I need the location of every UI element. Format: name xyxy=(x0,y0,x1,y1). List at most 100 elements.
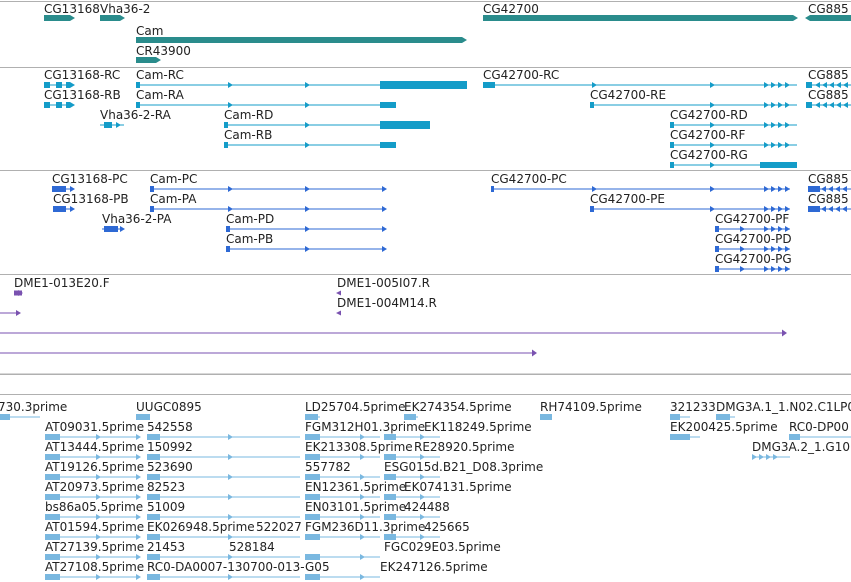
exon-block[interactable] xyxy=(104,122,112,128)
est-label[interactable]: EN12361.5prime xyxy=(305,480,407,494)
est-label[interactable]: AT13444.5prime xyxy=(45,440,145,454)
est-label[interactable]: 730.3prime xyxy=(0,400,68,414)
est-label[interactable]: UUGC0895 xyxy=(136,400,202,414)
est-block[interactable] xyxy=(45,474,60,480)
est-block[interactable] xyxy=(147,534,160,540)
est-block[interactable] xyxy=(384,474,396,480)
est-label[interactable]: 321233 xyxy=(670,400,716,414)
clone-label[interactable]: DME1-005I07.R xyxy=(337,276,431,290)
est-label[interactable]: RE28920.5prime xyxy=(414,440,515,454)
exon-block[interactable] xyxy=(150,206,154,212)
est-label[interactable]: AT20973.5prime xyxy=(45,480,145,494)
est-label[interactable]: EK118249.5prime xyxy=(424,420,532,434)
exon-block[interactable] xyxy=(56,82,62,88)
est-block[interactable] xyxy=(147,514,160,520)
clone-label[interactable]: DME1-004M14.R xyxy=(337,296,437,310)
est-block[interactable] xyxy=(305,414,318,420)
est-label[interactable]: RC0-DA0007-130700-013-G05 xyxy=(147,560,330,574)
transcript-label[interactable]: CG42700-RE xyxy=(590,88,667,102)
est-block[interactable] xyxy=(45,494,60,500)
est-block[interactable] xyxy=(404,414,416,420)
transcript-label[interactable]: Vha36-2-RA xyxy=(100,108,171,122)
gene-label[interactable]: CG42700 xyxy=(483,2,539,16)
exon-block[interactable] xyxy=(66,82,70,88)
protein-label[interactable]: Cam-PD xyxy=(226,212,275,226)
est-block[interactable] xyxy=(305,434,320,440)
transcript-label[interactable]: CG13168-RC xyxy=(44,68,121,82)
transcript-label[interactable]: CG885 xyxy=(808,68,849,82)
exon-block[interactable] xyxy=(590,206,594,212)
exon-block[interactable] xyxy=(380,121,430,129)
est-label[interactable]: RC0-DP00 xyxy=(789,420,849,434)
exon-block[interactable] xyxy=(715,246,719,252)
protein-label[interactable]: CG13168-PC xyxy=(52,172,128,186)
est-label[interactable]: EK074131.5prime xyxy=(404,480,512,494)
est-label[interactable]: EK247126.5prime xyxy=(380,560,488,574)
gene-label[interactable]: Vha36-2 xyxy=(100,2,151,16)
exon-block[interactable] xyxy=(66,102,70,108)
exon-block[interactable] xyxy=(56,102,62,108)
protein-label[interactable]: CG13168-PB xyxy=(53,192,129,206)
est-block[interactable] xyxy=(45,434,60,440)
gene-glyph[interactable] xyxy=(44,15,70,21)
protein-label[interactable]: CG885 xyxy=(808,192,849,206)
protein-label[interactable]: CG42700-PG xyxy=(715,252,792,266)
exon-block[interactable] xyxy=(806,102,812,108)
est-label[interactable]: 557782 xyxy=(305,460,351,474)
transcript-label[interactable]: Cam-RD xyxy=(224,108,274,122)
gene-glyph[interactable] xyxy=(100,15,120,21)
exon-block[interactable] xyxy=(483,82,495,88)
est-block[interactable] xyxy=(45,534,60,540)
gene-label[interactable]: CG13168 xyxy=(44,2,100,16)
est-block[interactable] xyxy=(305,494,320,500)
exon-block[interactable] xyxy=(760,162,797,168)
est-block[interactable] xyxy=(305,454,320,460)
est-label[interactable]: 425665 xyxy=(424,520,470,534)
protein-label[interactable]: CG42700-PF xyxy=(715,212,790,226)
est-block[interactable] xyxy=(305,534,320,540)
est-block[interactable] xyxy=(147,454,160,460)
est-block[interactable] xyxy=(384,494,396,500)
est-label[interactable]: EK274354.5prime xyxy=(404,400,512,414)
protein-label[interactable]: Cam-PA xyxy=(150,192,197,206)
protein-label[interactable]: CG42700-PD xyxy=(715,232,792,246)
exon-block[interactable] xyxy=(808,206,820,212)
est-label[interactable]: bs86a05.5prime xyxy=(45,500,144,514)
gene-label[interactable]: CR43900 xyxy=(136,44,191,58)
exon-block[interactable] xyxy=(491,186,494,192)
exon-block[interactable] xyxy=(670,122,674,128)
exon-block[interactable] xyxy=(52,186,66,192)
est-label[interactable]: EK200425.5prime xyxy=(670,420,778,434)
est-label[interactable]: 150992 xyxy=(147,440,193,454)
protein-label[interactable]: Vha36-2-PA xyxy=(102,212,172,226)
est-block[interactable] xyxy=(305,474,320,480)
exon-block[interactable] xyxy=(715,226,719,232)
est-label[interactable]: AT27139.5prime xyxy=(45,540,145,554)
exon-block[interactable] xyxy=(226,226,230,232)
est-block[interactable] xyxy=(45,574,60,580)
est-label[interactable]: AT01594.5prime xyxy=(45,520,145,534)
est-label[interactable]: RH74109.5prime xyxy=(540,400,642,414)
transcript-label[interactable]: Cam-RB xyxy=(224,128,273,142)
exon-block[interactable] xyxy=(715,266,719,272)
exon-block[interactable] xyxy=(104,226,118,232)
transcript-label[interactable]: CG42700-RG xyxy=(670,148,748,162)
est-block[interactable] xyxy=(384,534,396,540)
est-label[interactable]: FGM312H01.3prime xyxy=(305,420,426,434)
est-label[interactable]: EK213308.5prime xyxy=(305,440,413,454)
transcript-label[interactable]: CG42700-RC xyxy=(483,68,560,82)
est-block[interactable] xyxy=(540,414,552,420)
exon-block[interactable] xyxy=(670,142,674,148)
est-block[interactable] xyxy=(45,554,60,560)
est-block[interactable] xyxy=(716,414,730,420)
exon-block[interactable] xyxy=(150,186,154,192)
protein-label[interactable]: Cam-PB xyxy=(226,232,274,246)
transcript-label[interactable]: CG42700-RD xyxy=(670,108,748,122)
est-block[interactable] xyxy=(147,434,160,440)
exon-block[interactable] xyxy=(53,206,66,212)
exon-block[interactable] xyxy=(226,246,230,252)
exon-block[interactable] xyxy=(670,162,674,168)
est-block[interactable] xyxy=(305,574,320,580)
est-label[interactable]: 424488 xyxy=(404,500,450,514)
est-block[interactable] xyxy=(45,454,60,460)
